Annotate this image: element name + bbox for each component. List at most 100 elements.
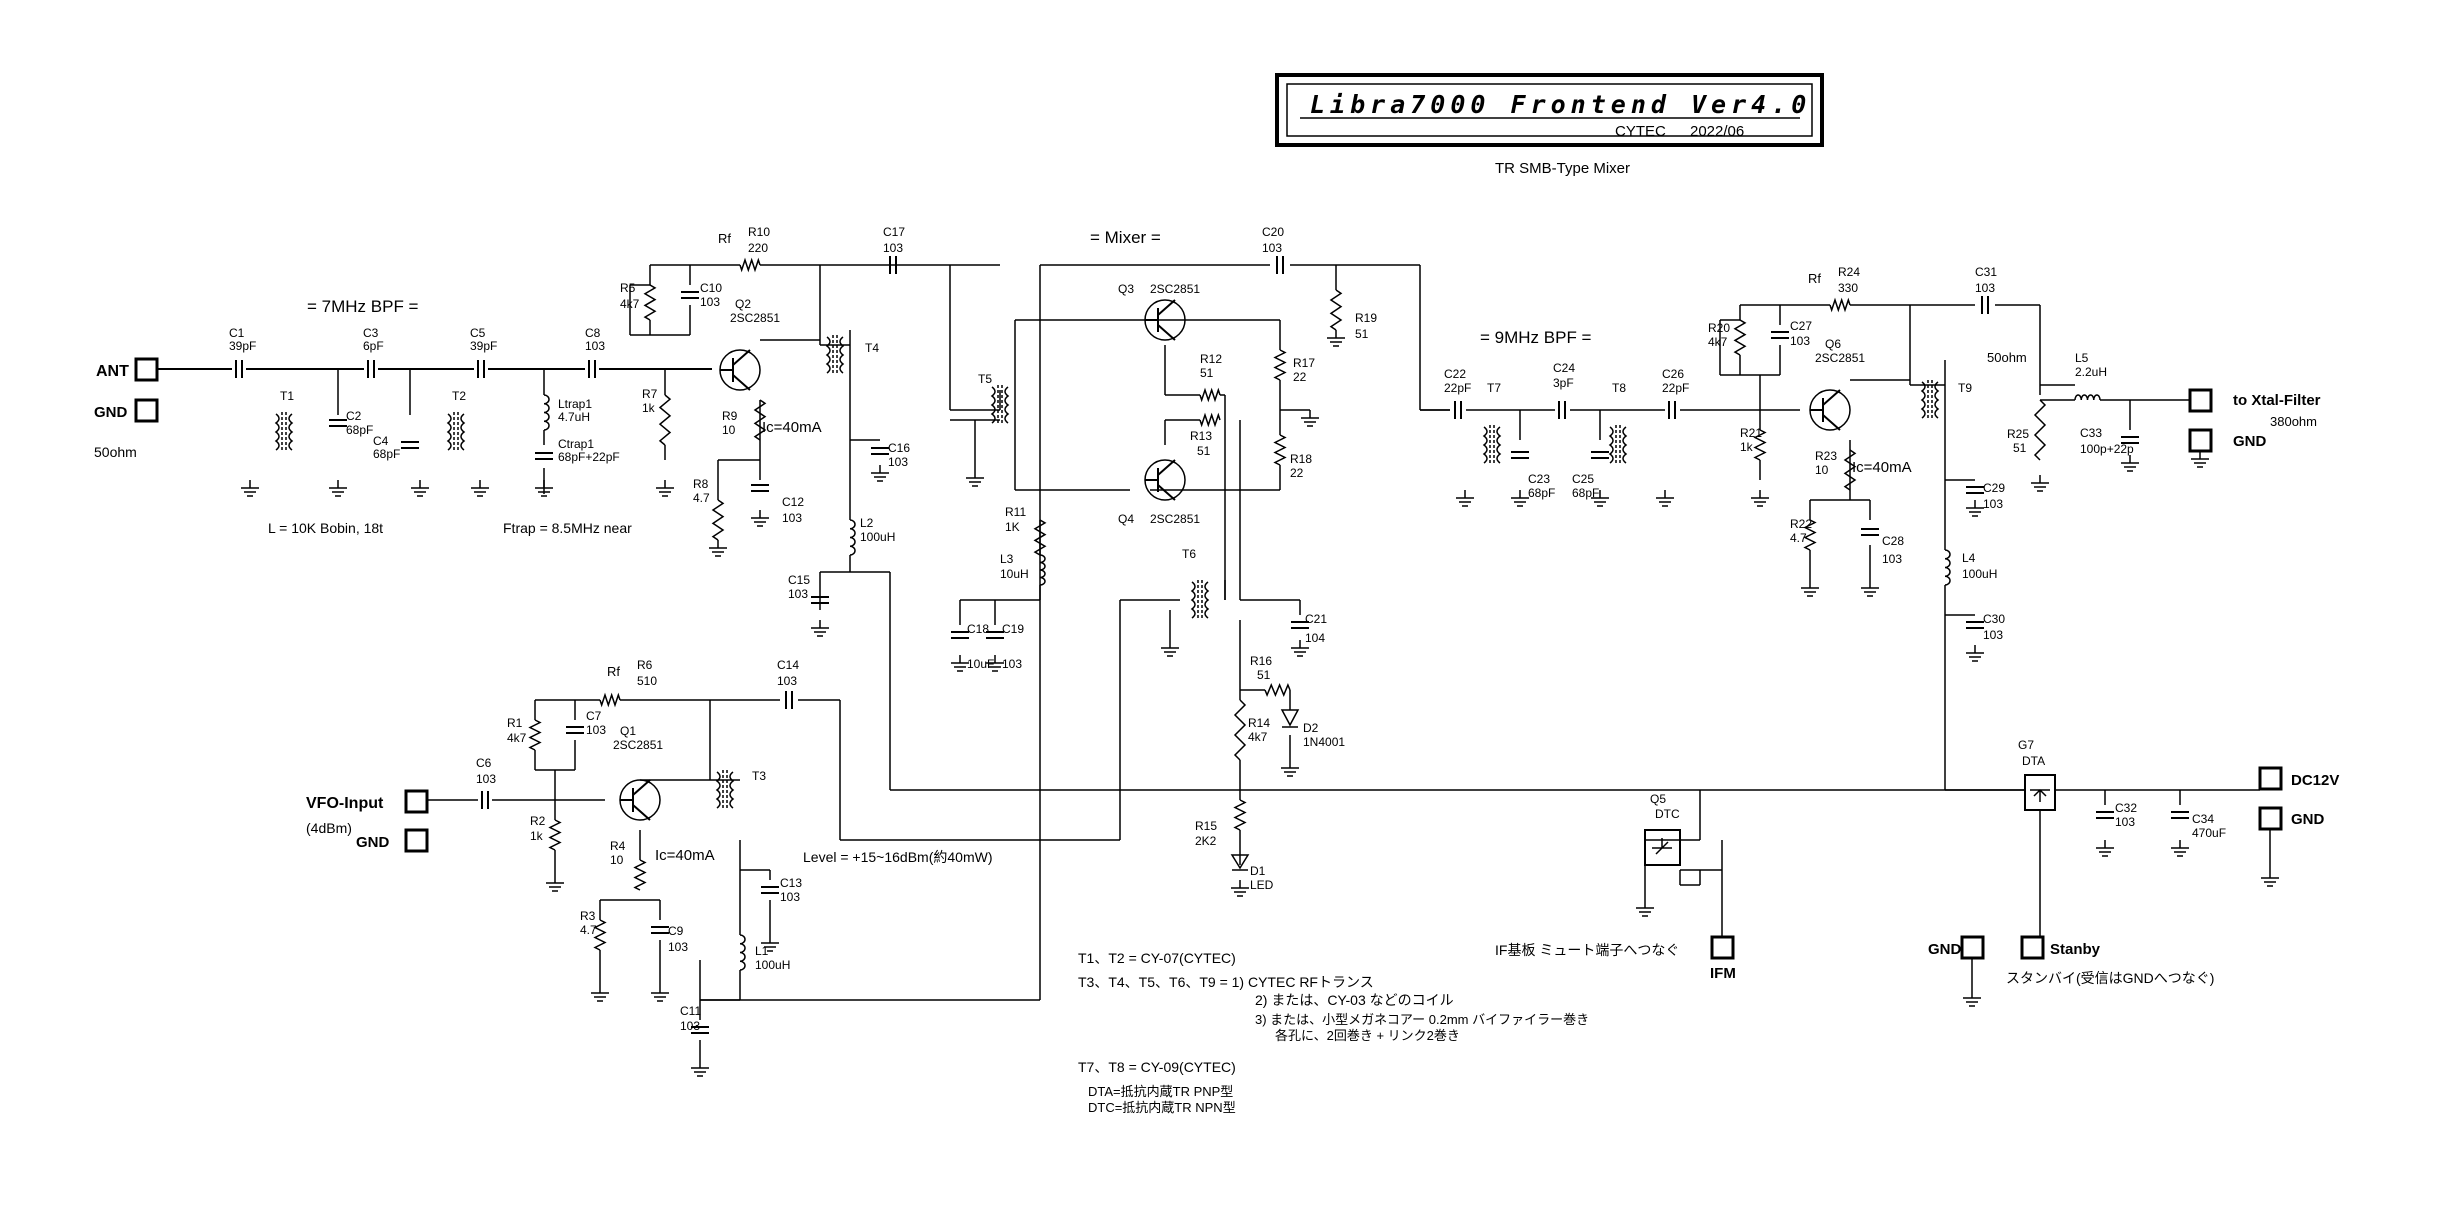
port-gnd-standby: GND: [1928, 935, 1985, 960]
label-C6: C6: [476, 756, 492, 770]
R6-symbol: [599, 692, 621, 708]
T9-secondary: [1934, 381, 1940, 419]
ground-7mhz-4: [535, 480, 553, 497]
label-L5: L5: [2075, 351, 2089, 365]
label-C22: C22: [1444, 367, 1466, 381]
C16-symbol: [871, 447, 889, 455]
T3-core: [722, 770, 728, 810]
label-C7: C7: [586, 709, 602, 723]
label-R18: R18: [1290, 452, 1312, 466]
value-R10: 220: [748, 241, 768, 255]
value-R6: 510: [637, 674, 657, 688]
value-Q3: 2SC2851: [1150, 282, 1200, 296]
port-gnd-vfo: GND: [356, 828, 429, 853]
ground-c29: [1966, 500, 1984, 517]
R2-symbol: [548, 819, 562, 851]
value-C20: 103: [1262, 241, 1282, 255]
ground-r17: [1301, 410, 1319, 427]
label-Q6: Q6: [1825, 337, 1841, 351]
value-R25: 51: [2013, 441, 2027, 455]
ground-dc: [2261, 870, 2279, 887]
label-C5: C5: [470, 326, 486, 340]
label-R9: R9: [722, 409, 738, 423]
label-R23: R23: [1815, 449, 1837, 463]
svg-text:50ohm: 50ohm: [94, 444, 137, 460]
label-C21: C21: [1305, 612, 1327, 626]
value-R4: 10: [610, 853, 624, 867]
value-C22: 22pF: [1444, 381, 1471, 395]
C26-symbol: [1668, 401, 1676, 419]
label-Q2: Q2: [735, 297, 751, 311]
label-Ctrap1: Ctrap1: [558, 437, 594, 451]
label-T3: T3: [752, 769, 766, 783]
port-gnd-xtal: GND: [2188, 428, 2267, 453]
ground-c13: [761, 935, 779, 952]
value-C16: 103: [888, 455, 908, 469]
label-C20: C20: [1262, 225, 1284, 239]
value-C23: 68pF: [1528, 486, 1555, 500]
value-C1: 39pF: [229, 339, 256, 353]
label-C11: C11: [680, 1004, 701, 1018]
port-vfo-input: VFO-Input (4dBm): [306, 789, 429, 836]
value-R19: 51: [1355, 327, 1369, 341]
label-C33: C33: [2080, 426, 2102, 440]
value-C14: 103: [777, 674, 797, 688]
T5-core: [997, 385, 1003, 425]
C34-symbol: [2171, 811, 2189, 819]
C9-symbol: [651, 926, 669, 934]
R5-symbol: [643, 284, 657, 321]
port-stanby: Stanby: [2020, 935, 2101, 960]
value-R17: 22: [1293, 370, 1307, 384]
label-T6: T6: [1182, 547, 1196, 561]
label-C24: C24: [1553, 361, 1575, 375]
note-t7t8: T7、T8 = CY-09(CYTEC): [1078, 1059, 1236, 1075]
C29-symbol: [1966, 486, 1984, 494]
svg-text:380ohm: 380ohm: [2270, 414, 2317, 429]
label-R8: R8: [693, 477, 709, 491]
label-L3: L3: [1000, 552, 1014, 566]
Q1-leads: [620, 779, 651, 821]
R4-symbol: [633, 859, 647, 891]
ground-xtal: [2191, 451, 2209, 468]
T2-primary: [446, 413, 452, 451]
value-D1: LED: [1250, 878, 1274, 892]
label-T1: T1: [280, 389, 294, 403]
ground-r25: [2031, 475, 2049, 492]
C32-symbol: [2096, 811, 2114, 819]
C8-symbol: [588, 360, 596, 378]
T7-primary: [1482, 426, 1488, 464]
value-C11: 103: [680, 1019, 700, 1033]
C13-symbol: [761, 886, 779, 894]
R14-symbol: [1233, 699, 1247, 761]
value-C12: 103: [782, 511, 802, 525]
note-ic-q1: Ic=40mA: [655, 847, 715, 864]
T4-secondary: [839, 336, 845, 374]
value-R3: 4.7: [580, 923, 597, 937]
value-Q1: 2SC2851: [613, 738, 663, 752]
T8-primary: [1608, 426, 1614, 464]
label-C14: C14: [777, 658, 799, 672]
ground-c30: [1966, 645, 1984, 662]
T6-core: [1197, 580, 1203, 620]
label-C23: C23: [1528, 472, 1550, 486]
value-C8: 103: [585, 339, 605, 353]
port-ant: ANT: [96, 357, 159, 382]
note-ftrap: Ftrap = 8.5MHz near: [503, 520, 632, 536]
C17-symbol: [889, 256, 897, 274]
value-C34: 470uF: [2192, 826, 2226, 840]
label-T4: T4: [865, 341, 879, 355]
label-C2: C2: [346, 409, 362, 423]
label-Rf-1: Rf: [718, 231, 731, 246]
title-subtitle: TR SMB-Type Mixer: [1495, 160, 1630, 177]
note-standby: スタンバイ(受信はGNDへつなぐ): [2006, 970, 2214, 986]
label-R3: R3: [580, 909, 596, 923]
label-C25: C25: [1572, 472, 1594, 486]
title-date: 2022/06: [1690, 123, 1744, 140]
port-ifm: IFM: [1710, 935, 1736, 982]
ground-7mhz-5: [656, 480, 674, 497]
C23-symbol: [1511, 451, 1529, 459]
label-C30: C30: [1983, 612, 2005, 626]
svg-text:GND: GND: [94, 404, 128, 421]
label-C9: C9: [668, 924, 684, 938]
